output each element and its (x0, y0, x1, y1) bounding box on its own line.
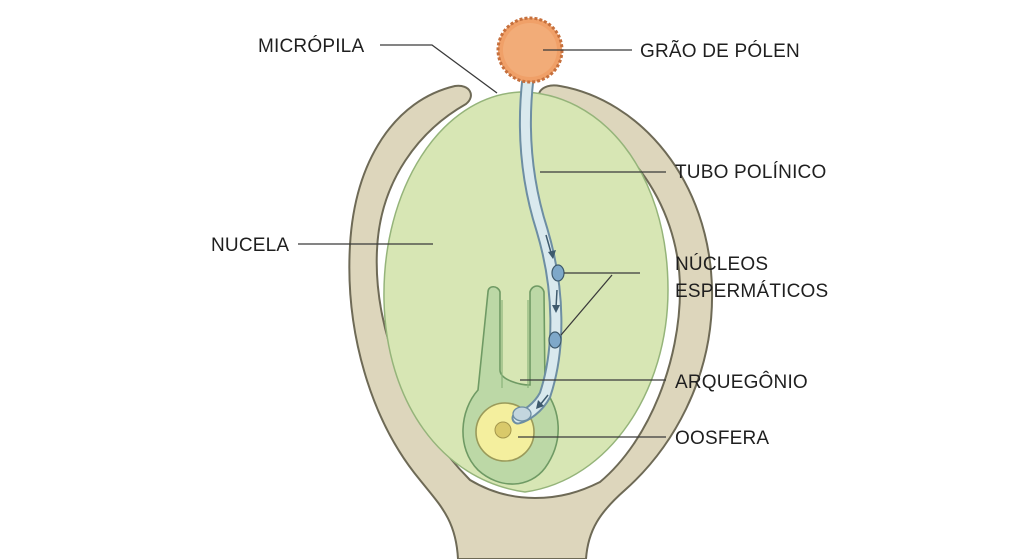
label-nucellus: NUCELA (211, 235, 289, 256)
label-pollen-grain: GRÃO DE PÓLEN (640, 40, 800, 62)
sperm-nucleus-2 (548, 331, 562, 349)
nucellus (383, 91, 669, 493)
leader-sperm-nucleus-2 (560, 274, 613, 336)
label-pollen-tube: TUBO POLÍNICO (675, 162, 826, 183)
label-micropyle: MICRÓPILA (258, 35, 364, 57)
label-sperm-nuclei-line1: NÚCLEOS (675, 253, 768, 275)
sperm-nucleus-1 (551, 264, 565, 282)
archegonium-neck-canal (501, 300, 529, 388)
egg-nucleus (494, 421, 512, 439)
leader-micropyle (380, 44, 498, 94)
pollen-grain-inner (503, 23, 557, 77)
tube-arrow-3-head (536, 400, 544, 409)
label-egg-cell: OOSFERA (675, 428, 769, 449)
pollen-tube-tip (512, 406, 532, 422)
integument (348, 84, 714, 559)
label-sperm-nuclei-line2: ESPERMÁTICOS (675, 281, 828, 302)
label-archegonium: ARQUEGÔNIO (675, 371, 808, 393)
tube-arrow-2-head (552, 305, 560, 313)
tube-arrow-1-head (548, 250, 556, 259)
